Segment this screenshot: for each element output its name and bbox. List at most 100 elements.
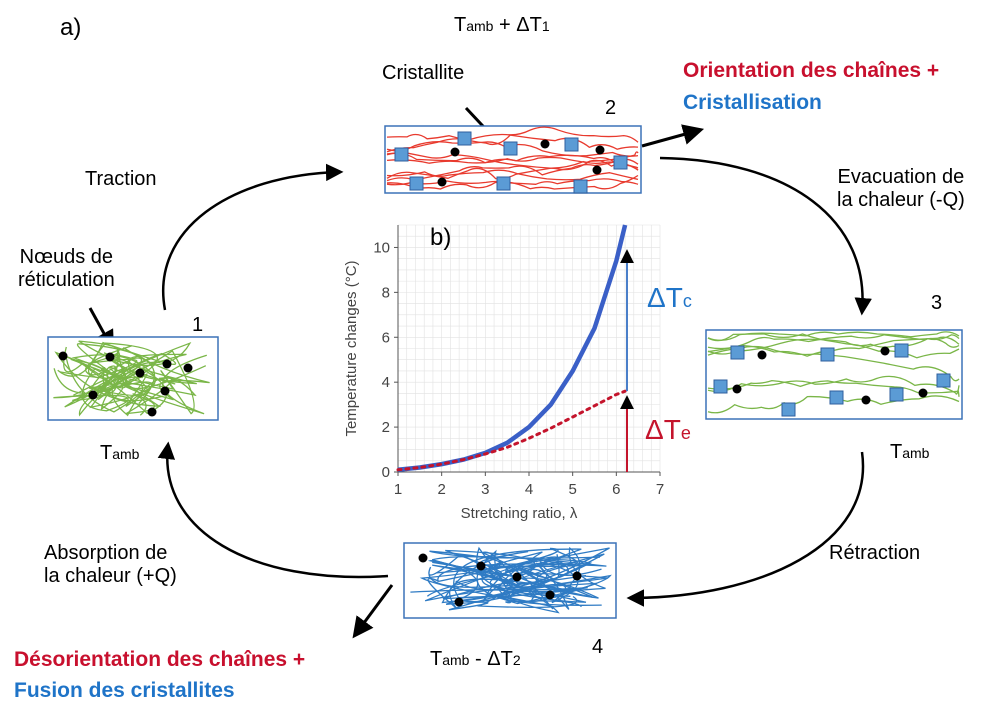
state-1-temperature: Tamb [100, 442, 140, 464]
state-4-temperature: Tamb - ΔT2 [430, 648, 521, 670]
crystallite-square [713, 379, 728, 394]
crosslink-node [918, 388, 928, 398]
y-tick-label: 0 [382, 464, 390, 481]
polymer-chain [707, 379, 960, 397]
polymer-chain [707, 334, 960, 350]
crystallite-square [829, 390, 844, 405]
series-line-elastic [396, 389, 627, 472]
crosslink-node [162, 359, 172, 369]
polymer-chain [386, 152, 639, 169]
cristallisation-label: Cristallisation [683, 91, 822, 114]
state-3-chains [707, 331, 960, 414]
arrow-retraction [626, 451, 865, 607]
crosslink-node [183, 363, 193, 373]
absorption-label: Absorption de la chaleur (+Q) [44, 542, 177, 587]
crosslink-node [880, 346, 890, 356]
crystallite-square [613, 155, 628, 170]
arrow-to-desorientation [352, 584, 394, 639]
y-tick-label: 2 [382, 419, 390, 436]
x-tick-label: 6 [612, 481, 620, 498]
y-tick-label: 4 [382, 374, 390, 391]
polymer-chain [386, 126, 639, 153]
crystallite-square [564, 137, 579, 152]
state-3-number: 3 [931, 292, 943, 314]
crosslink-node [454, 597, 464, 607]
y-axis-label: Temperature changes (°C) [343, 260, 360, 436]
crystallite-square [394, 147, 409, 162]
top-temperature-label: Tamb + ΔT1 [454, 14, 550, 36]
panel-b-label: b) [430, 224, 452, 251]
crystallite-square [730, 345, 745, 360]
desorientation-label: Désorientation des chaînes + [14, 648, 306, 671]
polymer-chain [707, 395, 960, 414]
state-2-number: 2 [605, 97, 617, 119]
panel-a-label: a) [60, 14, 82, 41]
polymer-chain [707, 333, 960, 359]
polymer-chain [386, 158, 639, 186]
arrow-to-orientation [641, 124, 705, 148]
state-4-number: 4 [592, 636, 604, 658]
x-axis-label: Stretching ratio, λ [461, 505, 578, 522]
crystallite-square [573, 179, 588, 194]
delta-te-label: ΔTe [645, 414, 691, 445]
state-1-chains [53, 340, 210, 417]
crystallites [394, 131, 951, 417]
x-tick-label: 1 [394, 481, 402, 498]
crosslink-node [595, 145, 605, 155]
y-tick-label: 8 [382, 284, 390, 301]
polymer-chain [386, 174, 639, 190]
crosslink-node [476, 561, 486, 571]
crosslink-node [88, 390, 98, 400]
state-3-temperature: Tamb [890, 441, 930, 463]
crystallite-square [409, 176, 424, 191]
crosslink-node [592, 165, 602, 175]
arrow-evacuation [659, 156, 872, 316]
crosslink-node [418, 553, 428, 563]
crosslink-node [512, 572, 522, 582]
crystallite-square [820, 347, 835, 362]
noeuds-label: Nœuds de réticulation [18, 246, 115, 291]
crosslink-nodes [58, 139, 928, 607]
crosslink-node [147, 407, 157, 417]
arrow-traction [162, 163, 344, 311]
y-tick-label: 6 [382, 329, 390, 346]
crosslink-node [135, 368, 145, 378]
crosslink-node [572, 571, 582, 581]
crosslink-node [160, 386, 170, 396]
polymer-chain [63, 346, 176, 416]
crosslink-node [540, 139, 550, 149]
cristallite-label: Cristallite [382, 62, 465, 84]
y-tick-label: 10 [373, 239, 390, 256]
crystallite-square [496, 176, 511, 191]
crosslink-node [757, 350, 767, 360]
crystallite-square [503, 141, 518, 156]
crosslink-node [450, 147, 460, 157]
polymer-chain [410, 553, 609, 603]
polymer-chain [707, 334, 960, 355]
retraction-label: Rétraction [829, 542, 921, 564]
crosslink-node [105, 352, 115, 362]
crosslink-node [58, 351, 68, 361]
x-tick-label: 2 [437, 481, 445, 498]
crosslink-node [861, 395, 871, 405]
polymer-chain [65, 341, 192, 415]
polymer-chain [100, 349, 207, 415]
crosslink-node [545, 590, 555, 600]
arrow-absorption [157, 441, 389, 579]
crosslink-node [732, 384, 742, 394]
traction-label: Traction [85, 168, 157, 190]
x-tick-label: 7 [656, 481, 664, 498]
x-tick-label: 3 [481, 481, 489, 498]
crosslink-node [437, 177, 447, 187]
polymer-chain [428, 553, 598, 614]
crystallite-square [889, 387, 904, 402]
fusion-label: Fusion des cristallites [14, 679, 235, 702]
polymer-chain [424, 546, 606, 602]
x-tick-label: 4 [525, 481, 533, 498]
delta-tc-label: ΔTc [647, 282, 692, 313]
crystallite-square [936, 373, 951, 388]
crystallite-square [894, 343, 909, 358]
orientation-label: Orientation des chaînes + [683, 59, 940, 82]
